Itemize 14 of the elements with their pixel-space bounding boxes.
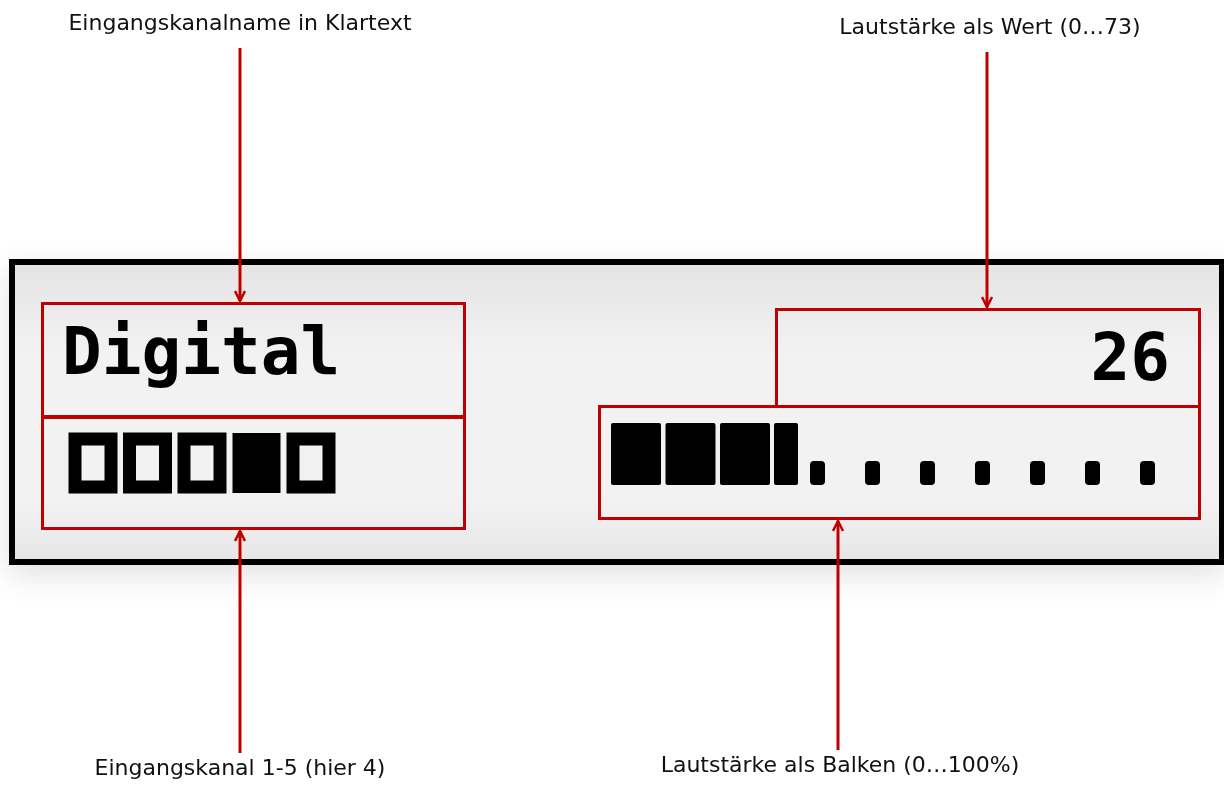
- display-field: [41, 415, 466, 530]
- callout-text: Lautstärke als Balken (0…100%): [620, 752, 1060, 788]
- arrow: [233, 48, 247, 303]
- arrow: [233, 529, 247, 753]
- arrow: [831, 519, 845, 750]
- display-field: [775, 308, 1201, 408]
- lcd-display-panel: [9, 259, 1224, 565]
- display-field: [598, 405, 1201, 520]
- callout-text: Eingangskanalname in Klartext: [40, 10, 440, 46]
- arrow: [980, 52, 994, 309]
- lcd-text: 26: [1090, 325, 1170, 391]
- callout-text: Lautstärke als Wert (0…73): [800, 14, 1180, 50]
- display-field: [41, 302, 466, 419]
- callout-text: Eingangskanal 1-5 (hier 4): [60, 755, 420, 791]
